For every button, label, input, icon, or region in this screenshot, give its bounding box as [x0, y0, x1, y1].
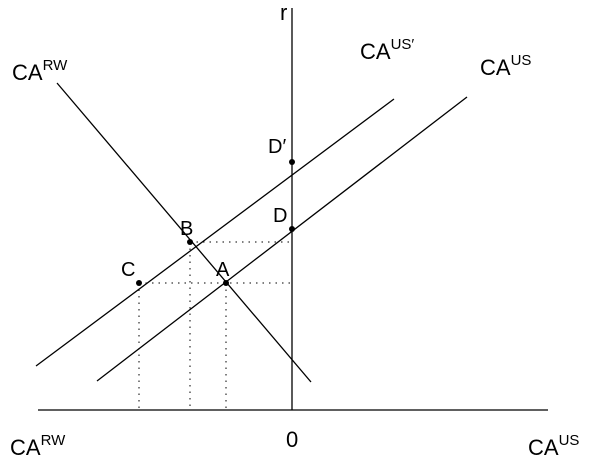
ca-us-prime-curve-label-sup: US′: [391, 36, 415, 53]
point-a-dot: [223, 280, 229, 286]
ca-us-curve-label-sup: US: [511, 52, 532, 69]
x-right-axis-label: CAUS: [528, 432, 579, 460]
ca-us-curve-label-base: CA: [480, 55, 511, 80]
point-c-dot: [136, 280, 142, 286]
ca-rw-curve-label-sup: RW: [43, 57, 69, 74]
ca-rw-curve-label-base: CA: [12, 60, 43, 85]
ca-us-curve-label: CAUS: [480, 52, 531, 80]
ca-rw-curve: [56, 82, 312, 383]
x-right-axis-label-sup: US: [559, 432, 580, 449]
points: [136, 159, 295, 286]
point-d-label: D: [273, 205, 287, 227]
ca-us-prime-curve-label: CAUS′: [360, 36, 414, 64]
point-c-label: C: [121, 259, 135, 281]
point-a-label: A: [216, 259, 230, 281]
point-b-label: B: [180, 218, 193, 240]
ca-rw-curve-label: CARW: [12, 57, 68, 85]
ca-us-curve: [96, 96, 468, 382]
point-d-prime-label: D′: [268, 136, 286, 158]
x-left-axis-label-sup: RW: [41, 432, 67, 449]
x-left-axis-label: CARW: [10, 432, 66, 460]
x-right-axis-label-base: CA: [528, 435, 559, 460]
ca-us-prime-curve-label-base: CA: [360, 39, 391, 64]
origin-label: 0: [286, 427, 298, 452]
point-d-dot: [289, 226, 295, 232]
x-left-axis-label-base: CA: [10, 435, 41, 460]
point-d-prime-dot: [289, 159, 295, 165]
dotted-guides: [138, 241, 292, 410]
point-b-dot: [187, 239, 193, 245]
ca-us-prime-curve: [35, 98, 395, 367]
r-axis-label: r: [280, 0, 287, 25]
